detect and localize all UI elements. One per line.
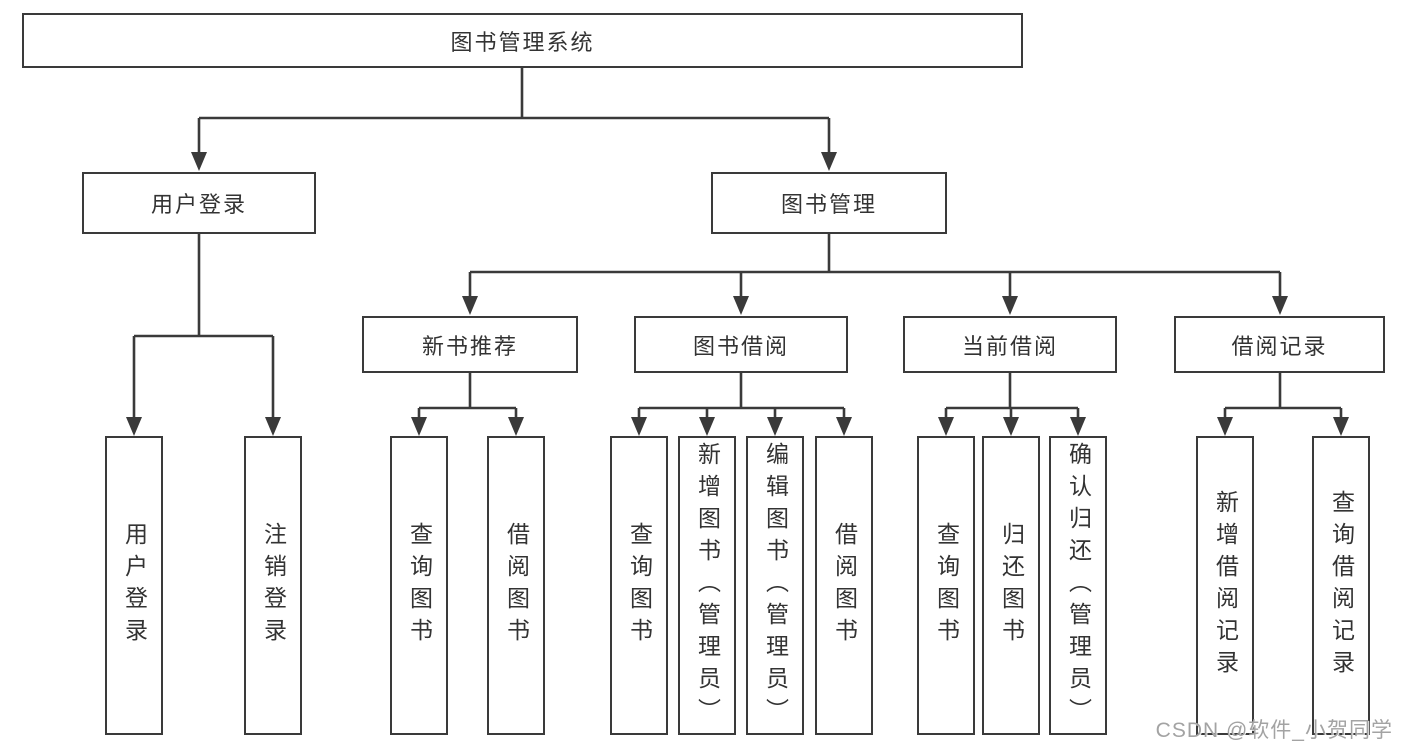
leaf-borrow-borrow-books: 借阅图书 [815, 436, 873, 735]
leaf-recommend-borrow-books: 借阅图书 [487, 436, 545, 735]
connector-root [191, 68, 837, 171]
arrow-down-icon [1003, 417, 1019, 436]
arrow-down-icon [1217, 417, 1233, 436]
leaf-label: 新增借阅记录 [1212, 489, 1239, 682]
leaf-borrow-edit-books-admin: 编辑图书（管理员） [746, 436, 804, 735]
leaf-label: 确认归还（管理员） [1065, 441, 1092, 730]
connector-borrow-records [1217, 373, 1349, 436]
arrow-down-icon [733, 296, 749, 315]
leaf-borrow-add-books-admin: 新增图书（管理员） [678, 436, 736, 735]
leaf-logout-login: 注销登录 [244, 436, 302, 735]
arrow-down-icon [411, 417, 427, 436]
connector-user-login [126, 234, 281, 436]
node-book-management: 图书管理 [711, 172, 947, 234]
node-label: 图书管理系统 [450, 29, 595, 55]
node-label: 新书推荐 [421, 333, 518, 359]
leaf-current-confirm-return-admin: 确认归还（管理员） [1049, 436, 1107, 735]
leaf-current-query-books: 查询图书 [917, 436, 975, 735]
node-label: 用户登录 [150, 192, 247, 217]
leaf-current-return-books: 归还图书 [982, 436, 1040, 735]
leaf-label: 用户登录 [121, 521, 148, 650]
connector-new-book-recommend [411, 373, 524, 436]
arrow-down-icon [191, 152, 207, 171]
node-label: 图书借阅 [692, 333, 789, 359]
leaf-label: 查询图书 [933, 521, 960, 650]
node-label: 图书管理 [780, 192, 877, 217]
arrow-down-icon [265, 417, 281, 436]
node-current-borrow: 当前借阅 [903, 316, 1117, 373]
leaf-label: 查询借阅记录 [1328, 489, 1355, 682]
arrow-down-icon [699, 417, 715, 436]
leaf-label: 新增图书（管理员） [694, 441, 721, 730]
arrow-down-icon [1272, 296, 1288, 315]
leaf-recommend-query-books: 查询图书 [390, 436, 448, 735]
leaf-borrow-query-books: 查询图书 [610, 436, 668, 735]
arrow-down-icon [1070, 417, 1086, 436]
leaf-label: 编辑图书（管理员） [762, 441, 789, 730]
node-label: 借阅记录 [1231, 333, 1328, 359]
arrow-down-icon [938, 417, 954, 436]
arrow-down-icon [462, 296, 478, 315]
node-new-book-recommend: 新书推荐 [362, 316, 578, 373]
connector-book-borrow [631, 373, 852, 436]
node-library-system: 图书管理系统 [22, 13, 1023, 68]
arrow-down-icon [508, 417, 524, 436]
connector-book-management [462, 234, 1288, 315]
leaf-records-query-borrow-record: 查询借阅记录 [1312, 436, 1370, 735]
node-label: 当前借阅 [961, 333, 1058, 359]
node-book-borrow: 图书借阅 [634, 316, 848, 373]
node-borrow-records: 借阅记录 [1174, 316, 1385, 373]
leaf-label: 查询图书 [626, 521, 653, 650]
leaf-label: 注销登录 [260, 521, 287, 650]
leaf-user-login: 用户登录 [105, 436, 163, 735]
arrow-down-icon [1002, 296, 1018, 315]
arrow-down-icon [836, 417, 852, 436]
arrow-down-icon [1333, 417, 1349, 436]
leaf-label: 归还图书 [998, 521, 1025, 650]
arrow-down-icon [767, 417, 783, 436]
leaf-label: 查询图书 [406, 521, 433, 650]
arrow-down-icon [631, 417, 647, 436]
leaf-label: 借阅图书 [831, 521, 858, 650]
leaf-label: 借阅图书 [503, 521, 530, 650]
leaf-records-add-borrow-record: 新增借阅记录 [1196, 436, 1254, 735]
watermark: CSDN @软件_小贺同学 [1155, 719, 1393, 742]
node-user-login: 用户登录 [82, 172, 316, 234]
connector-current-borrow [938, 373, 1086, 436]
arrow-down-icon [821, 152, 837, 171]
arrow-down-icon [126, 417, 142, 436]
